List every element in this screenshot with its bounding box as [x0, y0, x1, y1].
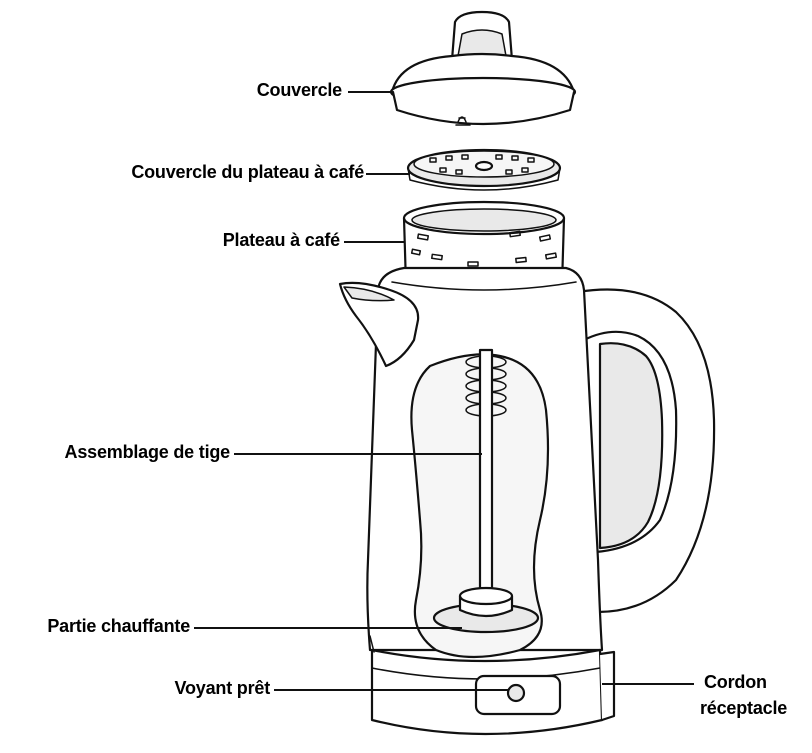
label-voyant: Voyant prêt	[174, 678, 271, 698]
label-receptacle: réceptacle	[700, 698, 788, 718]
stem-assembly-illustration	[432, 348, 540, 634]
label-chauffante: Partie chauffante	[47, 616, 190, 636]
label-couvercle: Couvercle	[256, 80, 342, 100]
label-tige: Assemblage de tige	[64, 442, 231, 462]
label-couvercle-plateau: Couvercle du plateau à café	[131, 162, 364, 182]
label-plateau: Plateau à café	[222, 230, 340, 250]
lid-illustration	[389, 10, 577, 126]
base-illustration	[369, 635, 616, 736]
label-cordon: Cordon	[704, 672, 767, 692]
basket-lid-illustration	[406, 148, 562, 191]
handle-illustration	[576, 288, 716, 614]
